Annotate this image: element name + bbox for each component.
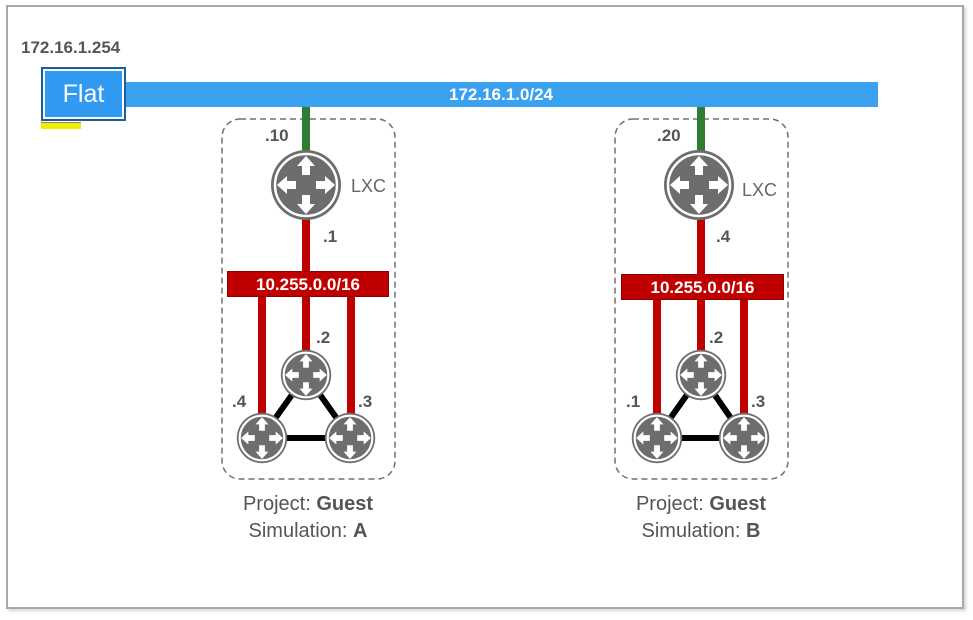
simulation-b-line: Simulation: B	[601, 518, 801, 545]
project-b-line: Project: Guest	[601, 491, 801, 518]
simulation-b-group	[614, 107, 789, 480]
router-a-left-ip: .4	[232, 392, 247, 411]
lxc-a-inside-ip: .1	[323, 227, 338, 246]
router-b-left-ip: .1	[626, 392, 641, 411]
simulation-a-line: Simulation: A	[208, 518, 408, 545]
router-b-top-ip: .2	[709, 328, 724, 347]
simulation-a-caption: Project: Guest Simulation: A	[208, 491, 408, 545]
simulation-b-prefix: Simulation:	[641, 520, 741, 542]
lxc-a-label: LXC	[351, 176, 387, 196]
simulation-a-name: A	[353, 520, 368, 542]
project-b-prefix: Project:	[635, 493, 704, 515]
simulation-a-container	[221, 118, 396, 480]
subnet-a-label: 10.255.0.0/16	[227, 271, 389, 297]
flat-network-node: Flat	[41, 67, 126, 121]
router-a-top-ip: .2	[316, 328, 331, 347]
flat-network-label: 172.16.1.0/24	[449, 85, 553, 104]
router-a-left-icon	[236, 412, 288, 464]
flat-network-bus: 172.16.1.0/24	[124, 82, 878, 107]
lxc-b-inside-ip: .4	[716, 227, 731, 246]
lxc-b-uplink-ip: .20	[657, 126, 681, 145]
lxc-b-label: LXC	[742, 180, 778, 200]
simulation-b-caption: Project: Guest Simulation: B	[601, 491, 801, 545]
router-b-left-icon	[631, 412, 683, 464]
simulation-b-name: B	[746, 520, 761, 542]
lxc-a-uplink-ip: .10	[265, 126, 289, 145]
gateway-ip-label: 172.16.1.254	[21, 38, 121, 57]
router-a-right-icon	[324, 412, 376, 464]
router-a-right-ip: .3	[358, 392, 373, 411]
router-a-top-icon	[280, 349, 332, 401]
simulation-b-container	[614, 118, 789, 480]
flat-node-label: Flat	[62, 79, 105, 108]
simulation-a-prefix: Simulation:	[248, 520, 348, 542]
simulation-a-group	[221, 107, 396, 480]
router-b-right-icon	[718, 412, 770, 464]
router-b-right-ip: .3	[751, 392, 766, 411]
lxc-b-router-icon	[664, 150, 734, 220]
router-b-top-icon	[675, 349, 727, 401]
project-a-prefix: Project:	[242, 493, 311, 515]
flat-node-marker	[41, 122, 81, 129]
project-a-name: Guest	[316, 493, 374, 515]
project-a-line: Project: Guest	[208, 491, 408, 518]
project-b-name: Guest	[709, 493, 767, 515]
lxc-a-router-icon	[271, 150, 341, 220]
subnet-b-label: 10.255.0.0/16	[621, 274, 784, 300]
